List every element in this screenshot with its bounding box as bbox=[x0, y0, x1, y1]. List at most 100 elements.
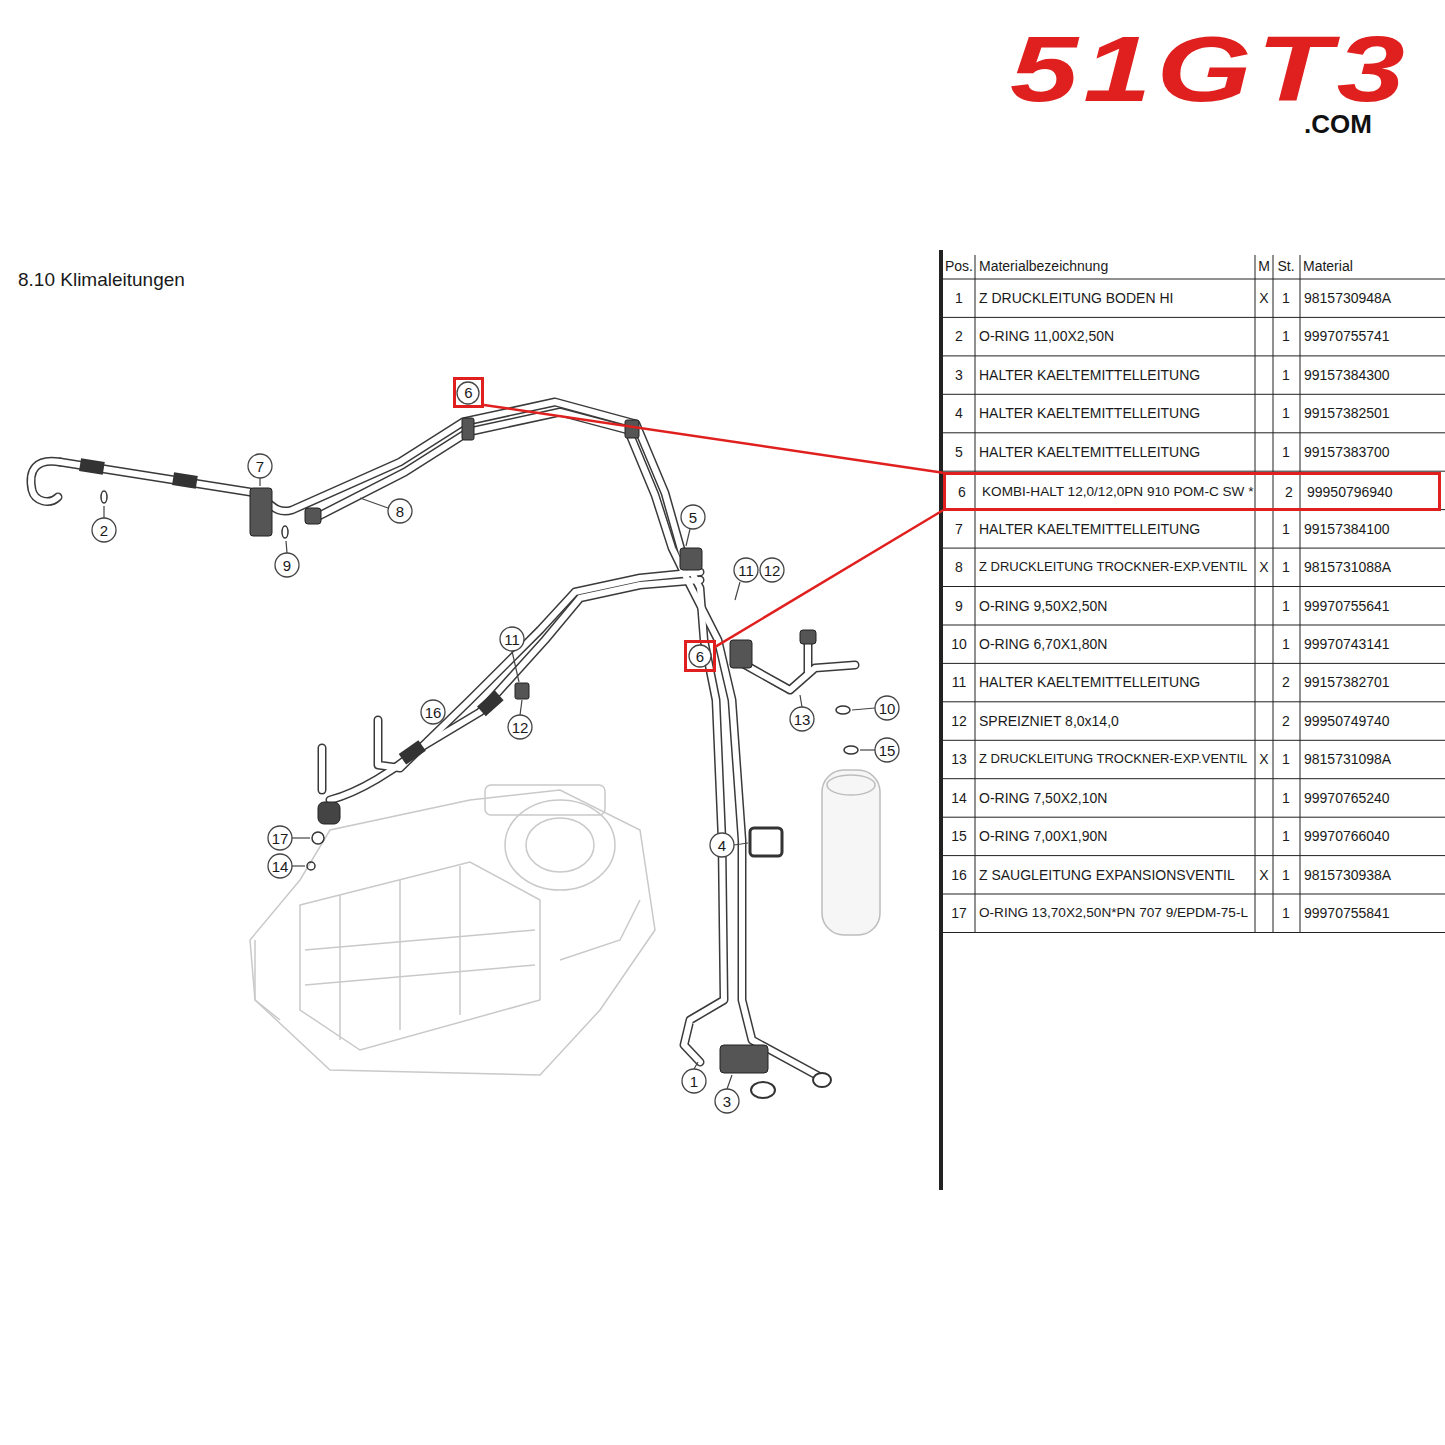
hvac-unit bbox=[250, 785, 655, 1075]
table-cell: 99157382701 bbox=[1304, 674, 1390, 691]
table-cell: 99157383700 bbox=[1304, 443, 1390, 460]
table-cell: O-RING 9,50X2,50N bbox=[979, 597, 1107, 614]
table-cell: 11 bbox=[952, 674, 967, 691]
table-cell: 99157384300 bbox=[1304, 366, 1390, 383]
table-cell: 99157382501 bbox=[1304, 405, 1390, 422]
table-cell: 1 bbox=[1282, 597, 1290, 614]
table-header: Material bbox=[1303, 258, 1353, 275]
section-title: 8.10 Klimaleitungen bbox=[18, 269, 185, 292]
table-cell: 8 bbox=[955, 559, 963, 576]
callout-number: 14 bbox=[272, 858, 289, 876]
table-cell: HALTER KAELTEMITTELLEITUNG bbox=[979, 443, 1200, 460]
table-cell: 14 bbox=[951, 789, 967, 806]
table-cell: 1 bbox=[1282, 751, 1290, 768]
table-cell: 1 bbox=[1282, 636, 1290, 653]
table-cell: 99970765240 bbox=[1304, 789, 1390, 806]
table-cell: 1 bbox=[1282, 559, 1290, 576]
table-cell: 1 bbox=[955, 290, 963, 307]
table-cell: 2 bbox=[1282, 674, 1290, 691]
table-cell: 9815731098A bbox=[1304, 751, 1391, 768]
callout-number: 6 bbox=[696, 648, 704, 666]
table-cell: 1 bbox=[1282, 866, 1290, 883]
callout-number: 7 bbox=[256, 458, 264, 476]
table-cell: KOMBI-HALT 12,0/12,0PN 910 POM-C SW * bbox=[982, 483, 1253, 499]
table-cell: 1 bbox=[1282, 405, 1290, 422]
table-cell: 5 bbox=[955, 443, 963, 460]
table-cell: 1 bbox=[1282, 905, 1290, 922]
table-header: M bbox=[1258, 258, 1270, 275]
table-cell: 99970755741 bbox=[1304, 328, 1390, 345]
table-cell: 99157384100 bbox=[1304, 520, 1390, 537]
callout-number: 10 bbox=[879, 700, 896, 718]
callout-number: 6 bbox=[464, 384, 472, 402]
dryer bbox=[822, 770, 880, 935]
table-cell: 1 bbox=[1282, 828, 1290, 845]
highlight-connector bbox=[716, 510, 943, 646]
table-cell: 2 bbox=[955, 328, 963, 345]
table-cell: 1 bbox=[1282, 366, 1290, 383]
callout-number: 11 bbox=[738, 562, 754, 580]
table-cell: X bbox=[1259, 559, 1268, 576]
table-cell: 99970755841 bbox=[1304, 905, 1390, 922]
callout-circles bbox=[92, 382, 899, 1113]
callout-number: 2 bbox=[100, 522, 108, 540]
table-cell: 13 bbox=[951, 751, 967, 768]
callout-number: 5 bbox=[689, 509, 697, 527]
pipe-fill bbox=[31, 402, 855, 1078]
table-header: St. bbox=[1277, 258, 1294, 275]
parts-table-grid bbox=[941, 250, 1445, 1190]
table-cell: O-RING 7,50X2,10N bbox=[979, 789, 1107, 806]
table-cell: Z DRUCKLEITUNG TROCKNER-EXP.VENTIL bbox=[979, 559, 1247, 575]
callout-number: 16 bbox=[425, 704, 442, 722]
table-cell: 99970755641 bbox=[1304, 597, 1390, 614]
o-rings bbox=[101, 491, 858, 870]
table-cell: 99970743141 bbox=[1304, 636, 1390, 653]
table-cell: 3 bbox=[955, 366, 963, 383]
table-cell: O-RING 11,00X2,50N bbox=[979, 328, 1114, 345]
table-cell: 99950796940 bbox=[1307, 483, 1393, 500]
callout-number: 12 bbox=[512, 719, 529, 737]
table-cell: 1 bbox=[1282, 520, 1290, 537]
table-cell: Z DRUCKLEITUNG TROCKNER-EXP.VENTIL bbox=[979, 751, 1247, 767]
table-cell: Z DRUCKLEITUNG BODEN HI bbox=[979, 290, 1173, 307]
table-cell: X bbox=[1259, 290, 1268, 307]
table-cell: X bbox=[1259, 866, 1268, 883]
table-cell: 2 bbox=[1285, 483, 1293, 500]
table-cell: 1 bbox=[1282, 789, 1290, 806]
callout-number: 3 bbox=[723, 1093, 731, 1111]
table-cell: O-RING 7,00X1,90N bbox=[979, 828, 1107, 845]
leader-lines bbox=[104, 478, 875, 1089]
table-cell: 1 bbox=[1282, 328, 1290, 345]
table-cell: 9815730948A bbox=[1304, 290, 1391, 307]
callout-number: 13 bbox=[794, 711, 811, 729]
table-cell: 7 bbox=[955, 520, 963, 537]
table-cell: HALTER KAELTEMITTELLEITUNG bbox=[979, 405, 1200, 422]
table-cell: 15 bbox=[951, 828, 967, 845]
table-cell: 6 bbox=[958, 483, 966, 500]
callout-number: 4 bbox=[718, 837, 726, 855]
callout-highlight-box: 6 bbox=[684, 640, 716, 672]
table-header: Materialbezeichnung bbox=[979, 258, 1108, 275]
table-cell: 16 bbox=[951, 866, 967, 883]
pipe-outline bbox=[31, 402, 855, 1078]
callout-number: 8 bbox=[396, 503, 404, 521]
table-cell: O-RING 6,70X1,80N bbox=[979, 636, 1107, 653]
table-cell: 9815730938A bbox=[1304, 866, 1391, 883]
brackets bbox=[250, 418, 831, 1098]
table-cell: 1 bbox=[1282, 443, 1290, 460]
table-cell: 1 bbox=[1282, 290, 1290, 307]
table-cell: 17 bbox=[951, 905, 967, 922]
callout-number: 1 bbox=[690, 1073, 698, 1091]
callout-number: 12 bbox=[764, 562, 781, 580]
table-cell: O-RING 13,70X2,50N*PN 707 9/EPDM-75-L bbox=[979, 905, 1248, 921]
table-cell: HALTER KAELTEMITTELLEITUNG bbox=[979, 674, 1200, 691]
table-cell: HALTER KAELTEMITTELLEITUNG bbox=[979, 520, 1200, 537]
callout-number: 17 bbox=[272, 830, 289, 848]
logo-domain: .COM bbox=[1304, 109, 1372, 140]
callout-highlight-box: 6 bbox=[453, 377, 484, 408]
table-cell: Z SAUGLEITUNG EXPANSIONSVENTIL bbox=[979, 866, 1235, 883]
callout-number: 9 bbox=[283, 557, 291, 575]
